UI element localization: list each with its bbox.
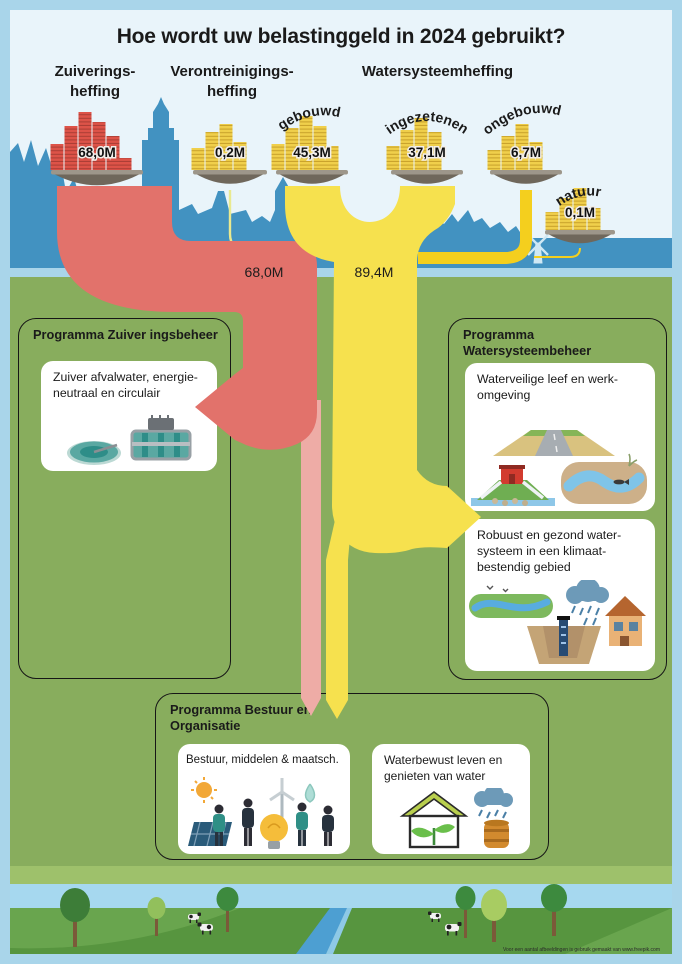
water-band — [10, 238, 672, 268]
label-watersysteemheffing: Watersysteemheffing — [361, 63, 514, 80]
label-zuiveringsheffing: Zuiverings- heffing — [54, 63, 136, 100]
card-robuust-text: Robuust en gezond water- systeem in een … — [477, 528, 622, 574]
solar-panel-icon — [188, 821, 232, 847]
landscape-sky — [10, 884, 672, 908]
stream-illustration — [561, 453, 647, 504]
label-verontreinigingsheffing: Verontreinigings- heffing — [170, 63, 294, 100]
credit-line: Voor een aantal afbeeldingen is gebruik … — [503, 947, 660, 953]
cows — [188, 911, 462, 936]
lightbulb-icon — [260, 814, 288, 849]
rain-barrel-icon — [484, 819, 509, 848]
panel-watersysteembeheer: Programma Watersysteembeheer Waterveilig… — [448, 318, 667, 680]
house-illustration — [605, 596, 646, 646]
dike-illustration — [493, 430, 615, 456]
river — [296, 908, 352, 954]
sun-icon — [191, 777, 217, 803]
rain-cloud-icon — [474, 788, 513, 819]
landscape: Voor een aantal afbeeldingen is gebruik … — [10, 866, 672, 954]
waterwise-illustration — [372, 788, 530, 850]
card-waterveilig: Waterveilige leef en werk- omgeving — [465, 363, 655, 511]
rain-cloud-icon — [566, 580, 609, 626]
card-waterbewust-text: Waterbewust leven en genieten van water — [384, 753, 503, 783]
water-treatment-illustration — [41, 415, 217, 469]
card-zuiver-afvalwater-text: Zuiver afvalwater, energie- neutraal en … — [53, 370, 198, 400]
card-bestuur-middelen: Bestuur, middelen & maatsch. — [178, 744, 350, 854]
trees — [60, 884, 567, 947]
card-waterbewust: Waterbewust leven en genieten van water — [372, 744, 530, 854]
pump-station-illustration — [471, 465, 555, 506]
meadow-stream-illustration — [469, 585, 553, 618]
panel-zuiveringsbeheer: Programma Zuiver ingsbeheer Zuiver afval… — [18, 318, 231, 679]
eco-house-icon — [399, 791, 469, 849]
dike-and-pump-illustration — [465, 410, 655, 508]
climate-illustration — [465, 580, 655, 668]
people-energy-illustration — [178, 776, 350, 852]
page-title: Hoe wordt uw belastinggeld in 2024 gebru… — [116, 25, 566, 48]
panel-zuiveringsbeheer-title: Programma Zuiver ingsbeheer — [33, 327, 218, 342]
card-robuust: Robuust en gezond water- systeem in een … — [465, 519, 655, 671]
people-figures — [213, 798, 334, 846]
water-drop-icon — [304, 783, 316, 803]
soil-profile-illustration — [527, 616, 601, 664]
panel-bestuur-title: Programma Bestuur en Organisatie — [170, 702, 312, 733]
panel-watersysteembeheer-title: Programma Watersysteembeheer — [463, 327, 592, 358]
panel-bestuur: Programma Bestuur en Organisatie Bestuur… — [155, 693, 549, 860]
card-bestuur-middelen-text: Bestuur, middelen & maatsch. — [186, 754, 339, 766]
card-waterveilig-text: Waterveilige leef en werk- omgeving — [477, 372, 619, 402]
card-zuiver-afvalwater: Zuiver afvalwater, energie- neutraal en … — [41, 361, 217, 471]
